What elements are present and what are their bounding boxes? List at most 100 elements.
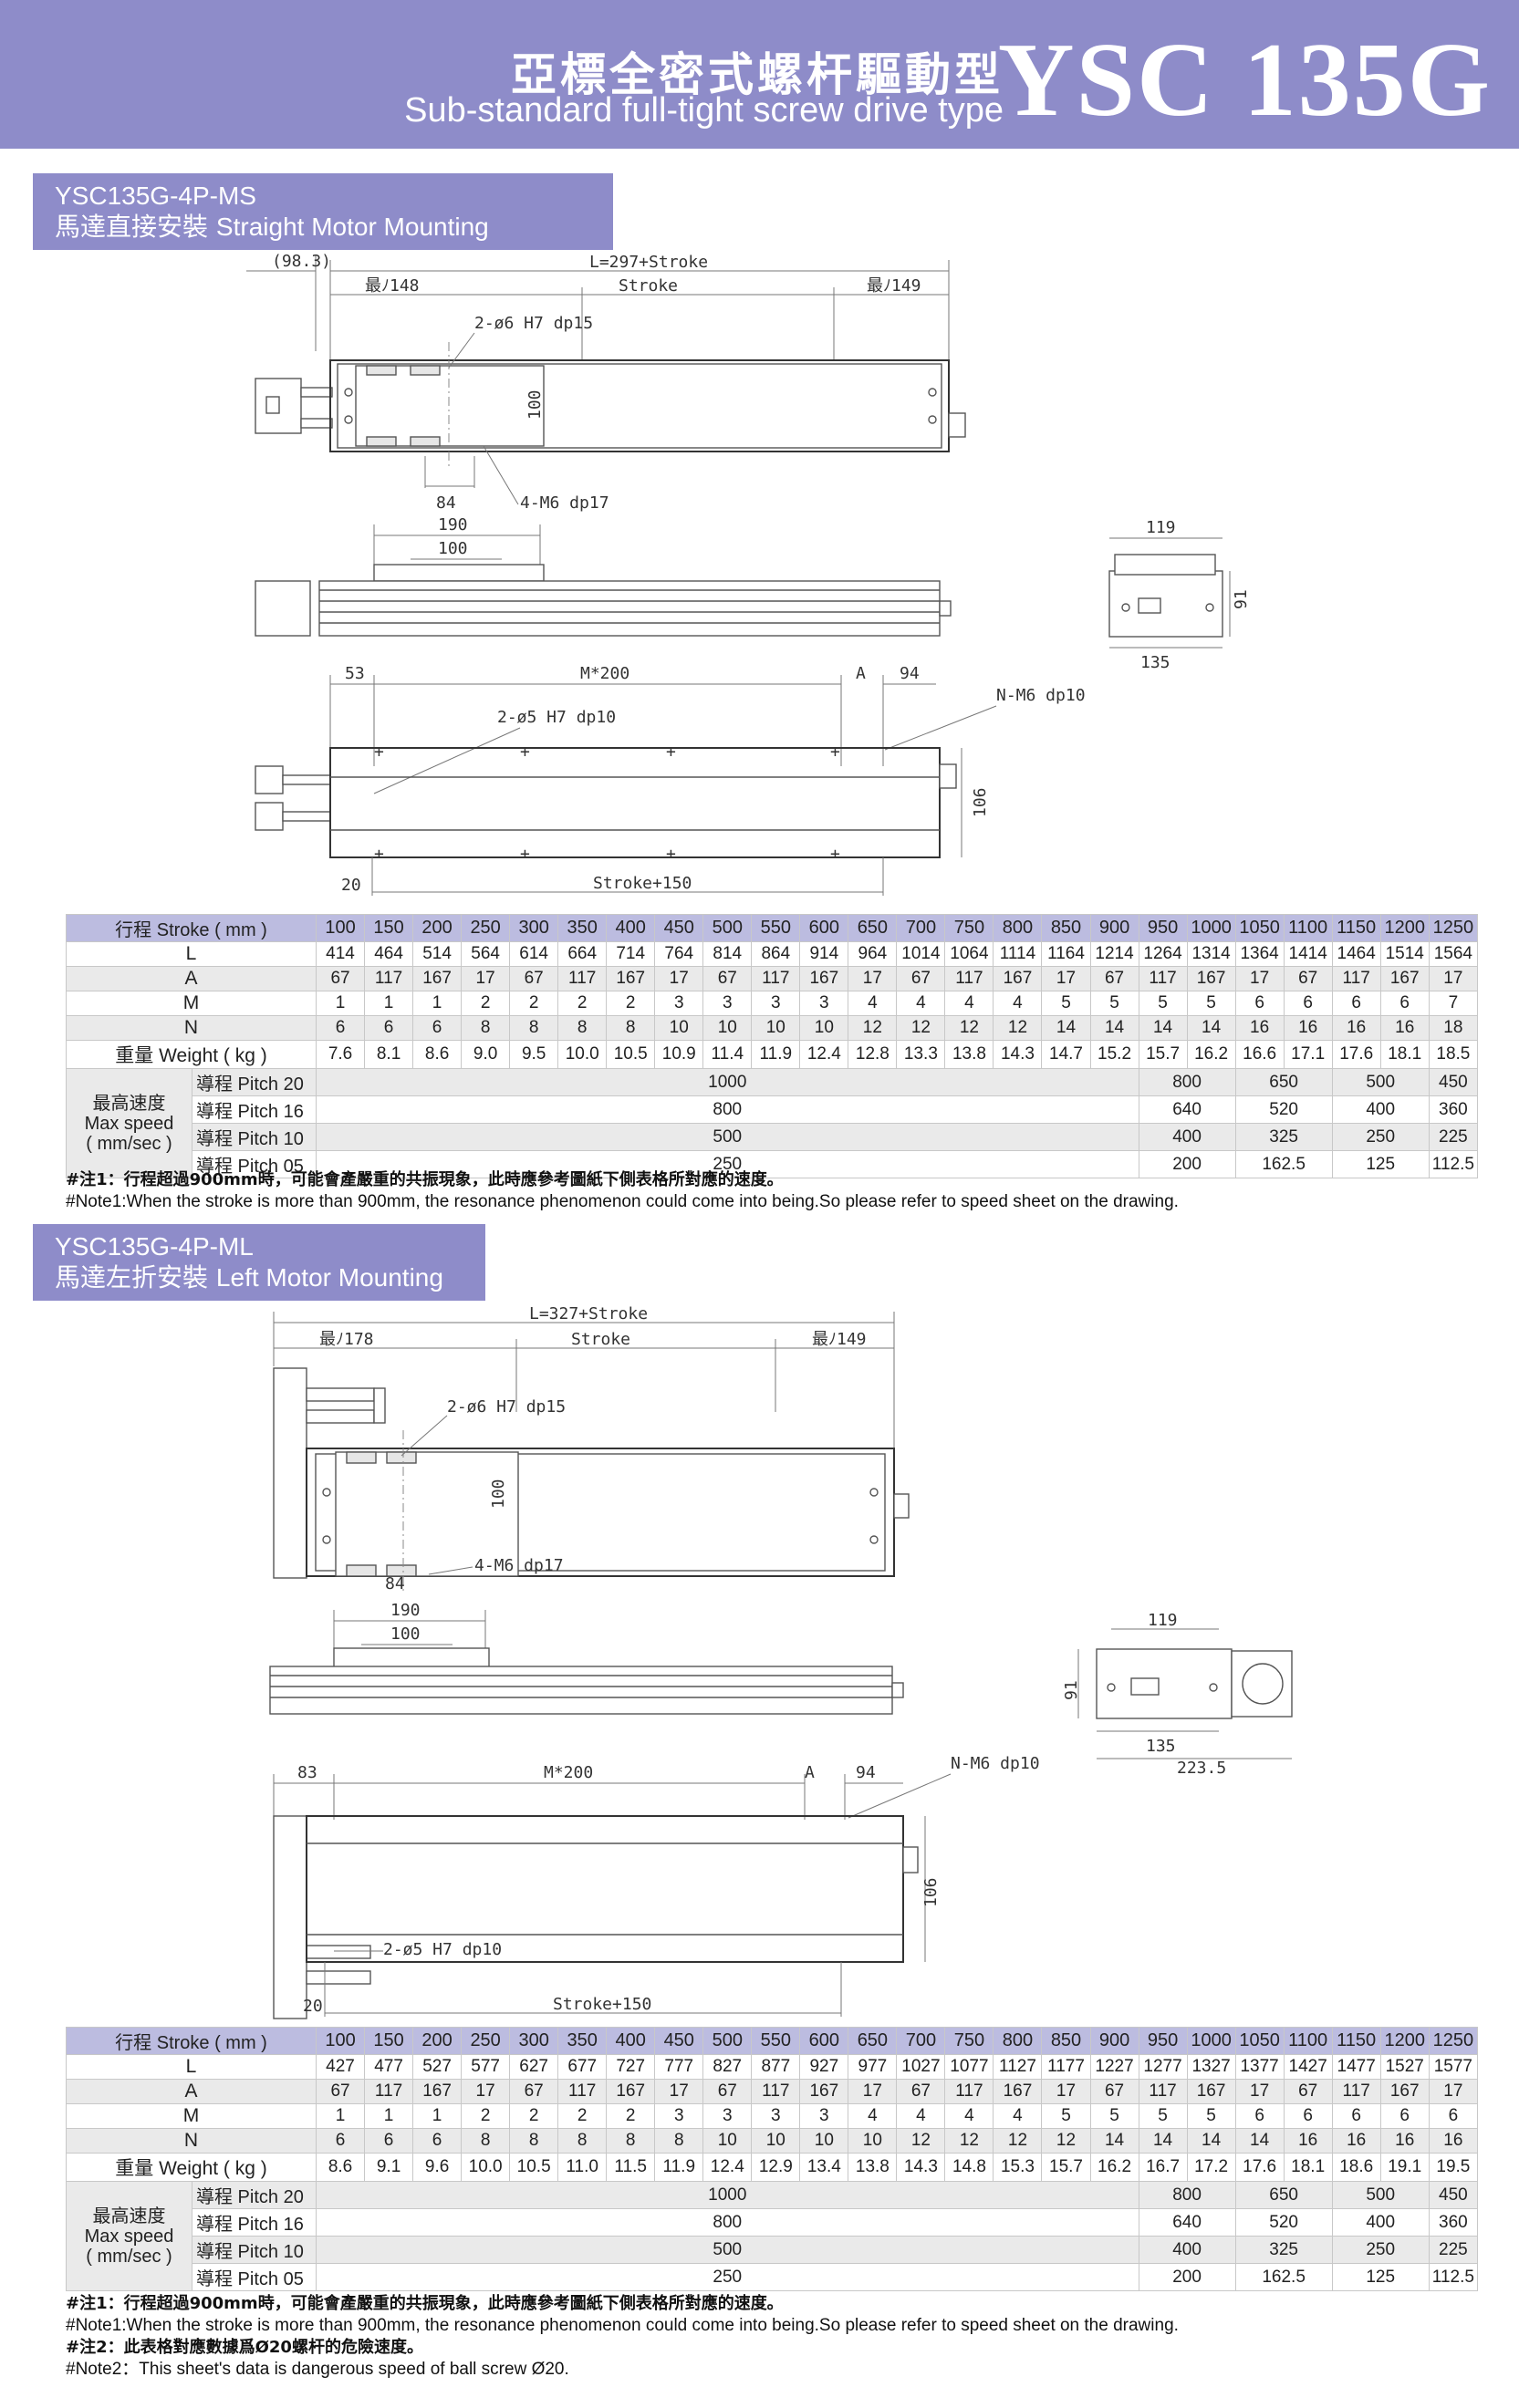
table-cell: 9.6 <box>412 2153 463 2182</box>
table-cell: 18.1 <box>1283 2153 1333 2182</box>
table-cell: 1014 <box>896 941 946 967</box>
speed-cell: 520 <box>1234 1095 1333 1124</box>
speed-cell: 450 <box>1428 2181 1479 2209</box>
dim2-holes1: 2-ø6 H7 dp15 <box>447 1397 566 1417</box>
table-cell: 167 <box>993 2079 1043 2104</box>
notes1: #注1：行程超過900mm時，可能會產嚴重的共振現象，此時應參考圖紙下側表格所對… <box>66 1169 1179 1213</box>
dim2-119: 119 <box>1148 1611 1178 1630</box>
speed-cell: 125 <box>1331 2263 1430 2291</box>
table-cell: 8 <box>606 2128 656 2154</box>
table-cell: 10 <box>702 2128 753 2154</box>
table-cell: 167 <box>1379 966 1430 991</box>
table-cell: 17 <box>848 2079 898 2104</box>
table-cell: 14.7 <box>1041 1040 1091 1069</box>
table-cell: 1050 <box>1234 914 1285 942</box>
table-cell: 8 <box>509 2128 559 2154</box>
table-cell: 67 <box>702 966 753 991</box>
table-cell: 3 <box>799 991 849 1016</box>
table-cell: 1100 <box>1283 2027 1333 2055</box>
dim2-L: L=327+Stroke <box>529 1304 648 1323</box>
table-cell: 200 <box>412 914 463 942</box>
svg-text:+: + <box>374 742 384 762</box>
table-cell: 8 <box>509 1015 559 1041</box>
table-cell: 6 <box>1234 2103 1285 2129</box>
table-cell: 10.0 <box>461 2153 511 2182</box>
table-cell: 67 <box>896 2079 946 2104</box>
table-cell: 1464 <box>1331 941 1381 967</box>
table-cell: 167 <box>1379 2079 1430 2104</box>
dim-119: 119 <box>1146 518 1176 537</box>
note1-zh: #注1：行程超過900mm時，可能會產嚴重的共振現象，此時應參考圖紙下側表格所對… <box>66 1170 784 1189</box>
table-cell: 4 <box>944 2103 994 2129</box>
table-cell: 877 <box>751 2054 801 2080</box>
speed-cell: 200 <box>1138 2263 1236 2291</box>
table-cell: 167 <box>799 2079 849 2104</box>
table-cell: 10.0 <box>557 1040 608 1069</box>
table-cell: 3 <box>751 2103 801 2129</box>
table-cell: 464 <box>364 941 414 967</box>
table-cell: 167 <box>412 966 463 991</box>
dim-M200: M*200 <box>580 664 629 683</box>
speed-cell: 800 <box>316 1095 1139 1124</box>
table-cell: 10 <box>654 1015 704 1041</box>
speed-cell: 800 <box>316 2208 1139 2237</box>
table-cell: 8.6 <box>316 2153 366 2182</box>
table-cell: 577 <box>461 2054 511 2080</box>
table-cell: 13.4 <box>799 2153 849 2182</box>
table-cell: 400 <box>606 914 656 942</box>
svg-text:+: + <box>830 845 840 864</box>
table-cell: 117 <box>1138 966 1188 991</box>
table-cell: 17.6 <box>1331 1040 1381 1069</box>
dim-right: 最ﾉ149 <box>867 276 921 296</box>
header-title-en: Sub-standard full-tight screw drive type <box>404 91 1004 130</box>
table-cell: 4 <box>993 2103 1043 2129</box>
table-cell: 6 <box>1379 2103 1430 2129</box>
table-cell: 1364 <box>1234 941 1285 967</box>
table-cell: 67 <box>316 966 366 991</box>
table-cell: 12 <box>1041 2128 1091 2154</box>
table-cell: 1227 <box>1089 2054 1139 2080</box>
table-cell: 4 <box>848 2103 898 2129</box>
table-cell: 427 <box>316 2054 366 2080</box>
table-cell: 117 <box>557 2079 608 2104</box>
speed-cell: 162.5 <box>1234 1150 1333 1178</box>
speed-cell: 640 <box>1138 1095 1236 1124</box>
table-cell: 1177 <box>1041 2054 1091 2080</box>
page-header: 亞標全密式螺杆驅動型 Sub-standard full-tight screw… <box>0 0 1519 149</box>
table-cell: 17.6 <box>1234 2153 1285 2182</box>
table-cell: 16.6 <box>1234 1040 1285 1069</box>
table-cell: 150 <box>364 2027 414 2055</box>
table-cell: 15.3 <box>993 2153 1043 2182</box>
table-cell: 16 <box>1379 2128 1430 2154</box>
table-cell: 864 <box>751 941 801 967</box>
pitch-label: 導程 Pitch 16 <box>191 1095 317 1124</box>
table-cell: 5 <box>1138 2103 1188 2129</box>
row-label: M <box>65 991 317 1016</box>
dim2-stroke: Stroke <box>571 1330 630 1349</box>
table-cell: 8.6 <box>412 1040 463 1069</box>
table-cell: 2 <box>606 2103 656 2129</box>
row-label: L <box>65 2054 317 2080</box>
dim-91: 91 <box>1232 589 1251 609</box>
dim2-A: A <box>805 1763 815 1782</box>
table-cell: 600 <box>799 2027 849 2055</box>
row-label: M <box>65 2103 317 2129</box>
table-cell: 10 <box>751 2128 801 2154</box>
dim-left: 最ﾉ148 <box>365 276 420 296</box>
table-cell: 5 <box>1089 2103 1139 2129</box>
svg-text:+: + <box>666 742 676 762</box>
table-cell: 6 <box>1234 991 1285 1016</box>
table-cell: 167 <box>412 2079 463 2104</box>
note1-en: #Note1:When the stroke is more than 900m… <box>66 1192 1179 1211</box>
dim2-94: 94 <box>856 1763 876 1782</box>
table-cell: 1514 <box>1379 941 1430 967</box>
